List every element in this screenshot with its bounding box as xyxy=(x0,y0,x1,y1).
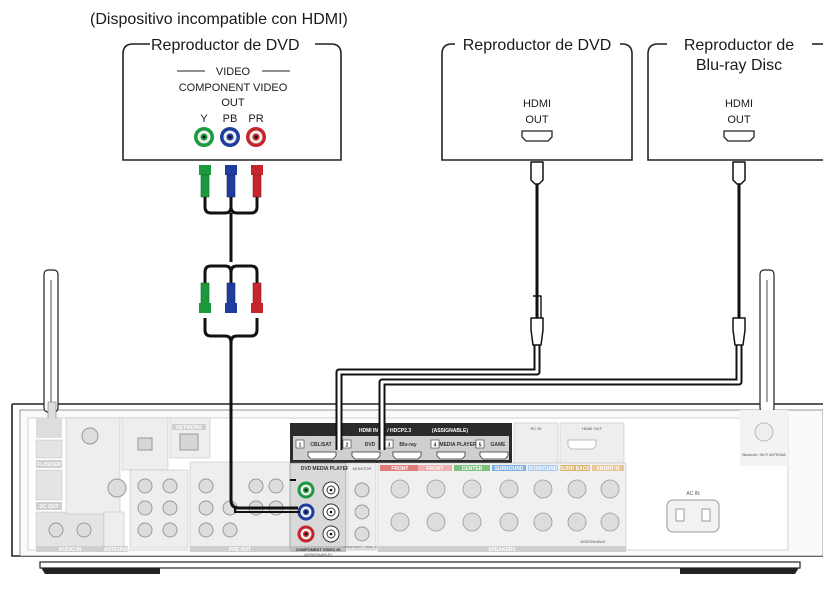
audio-in-label: AUDIO IN xyxy=(59,547,82,553)
speaker-group-front-1: FRONT xyxy=(391,466,408,472)
hdmi-cable-dvd xyxy=(335,161,544,450)
bt-antenna-connector: Bluetooth / Wi-Fi ANTENNA xyxy=(740,410,788,466)
bluray-title-2: Blu-ray Disc xyxy=(696,57,782,74)
hdmi-in-5-num: 5 xyxy=(479,443,482,449)
av-receiver: FLASHER DC OUT AUDIO IN ANTENNA NETWORK xyxy=(11,269,823,574)
rc-in-label: RC IN xyxy=(531,426,542,431)
bluray-hdmi-port-label: HDMI xyxy=(725,98,753,110)
right-antenna xyxy=(759,269,775,413)
dvd-component-title: Reproductor de DVD xyxy=(151,37,300,54)
dvd-hdmi-device: Reproductor de DVD HDMI OUT xyxy=(441,37,633,161)
hdmi-in-2: 2 DVD xyxy=(342,439,381,460)
ac-in-label: AC IN xyxy=(686,491,700,497)
speaker-group-surround-1: SURROUND xyxy=(495,466,524,472)
component-out-title: COMPONENT VIDEO xyxy=(179,82,288,94)
hdmi-in-1: 1 CBL/SAT xyxy=(295,439,337,460)
incompatible-device-note: (Dispositivo incompatible con HDMI) xyxy=(90,11,348,28)
hdmi-cable-bluray xyxy=(378,161,746,450)
jack-pr-red xyxy=(246,127,266,147)
component-out-label: COMPONENT VIDEO OUT xyxy=(344,545,381,549)
receiver-jack-pb xyxy=(297,503,315,521)
component-cable-lower xyxy=(199,264,300,513)
component-out-sub: OUT xyxy=(221,97,245,109)
dvd-component-device: Reproductor de DVD VIDEO COMPONENT VIDEO… xyxy=(122,37,342,161)
component-video-in-panel: DVD MEDIA PLAYER COMPONENT VIDEO IN (ASS… xyxy=(289,462,350,557)
rc-hdmi-out-panel: RC IN HDMI OUT xyxy=(513,422,625,464)
bluray-hdmi-port-sub: OUT xyxy=(727,114,751,126)
receiver-jack-media-1 xyxy=(322,481,340,499)
speaker-group-front-h: FRONT H xyxy=(597,466,620,472)
jack-y-green xyxy=(194,127,214,147)
monitor-out-panel: MONITOR COMPONENT VIDEO OUT xyxy=(344,462,381,550)
component-in-header: COMPONENT VIDEO IN xyxy=(296,547,341,552)
hdmi-in-3: 3 Blu-ray xyxy=(384,439,422,460)
speaker-group-front-2: FRONT xyxy=(426,466,443,472)
flasher-label: FLASHER xyxy=(37,462,61,468)
bluray-title-1: Reproductor de xyxy=(684,37,794,54)
dvd-hdmi-port-label: HDMI xyxy=(523,98,551,110)
jack-pb-blue xyxy=(220,127,240,147)
hdmi-in-1-num: 1 xyxy=(299,443,302,449)
left-antenna xyxy=(43,269,59,433)
hdmi-in-4-label: MEDIA PLAYER xyxy=(439,442,477,448)
hdmi-in-1-label: CBL/SAT xyxy=(310,442,331,448)
assignable-label: ASSIGNABLE xyxy=(580,539,606,544)
hdmi-out-label: HDMI OUT xyxy=(582,426,602,431)
speaker-group-center: CENTER xyxy=(462,466,483,472)
monitor-label: MONITOR xyxy=(353,466,372,471)
hdmi-in-panel: HDMI IN 4K / HDCP2.3 (ASSIGNABLE) 1 CBL/… xyxy=(290,423,512,463)
hdmi-in-3-num: 3 xyxy=(388,443,391,449)
bluray-hdmi-out-port xyxy=(723,130,755,142)
component-in-sub: (ASSIGNABLE) xyxy=(304,552,333,557)
receiver-jack-y xyxy=(297,481,315,499)
jack-label-pr: PR xyxy=(248,113,263,125)
hdmi-in-3-label: Blu-ray xyxy=(399,442,416,448)
hdmi-in-4-num: 4 xyxy=(434,443,437,449)
hdmi-in-5-label: GAME xyxy=(491,442,507,448)
network-label: NETWORK xyxy=(176,425,202,431)
speakers-label: SPEAKERS xyxy=(488,547,516,553)
speaker-group-surround-2: SURROUND xyxy=(529,466,558,472)
pre-out-label: PRE OUT xyxy=(229,547,251,553)
dvd-hdmi-port-sub: OUT xyxy=(525,114,549,126)
bluray-device: Reproductor de Blu-ray Disc HDMI OUT xyxy=(647,37,823,161)
hdmi-in-2-label: DVD xyxy=(365,442,376,448)
jack-label-y: Y xyxy=(200,113,208,125)
component-cable-upper xyxy=(199,165,263,262)
ac-in: AC IN xyxy=(666,491,720,533)
receiver-jack-media-3 xyxy=(322,525,340,543)
receiver-jack-pr xyxy=(297,525,315,543)
receiver-jack-media-2 xyxy=(322,503,340,521)
dvd-hdmi-title: Reproductor de DVD xyxy=(463,37,612,54)
component-col-dvd: DVD xyxy=(301,466,312,472)
dvd-hdmi-out-port xyxy=(521,130,553,142)
hdmi-in-2-num: 2 xyxy=(346,443,349,449)
component-col-media: MEDIA PLAYER xyxy=(312,466,350,472)
hdmi-in-4: 4 MEDIA PLAYER xyxy=(430,439,477,460)
bt-antenna-label: Bluetooth / Wi-Fi ANTENNA xyxy=(742,453,786,457)
antenna-label: ANTENNA xyxy=(104,547,129,553)
hdmi-in-5: 5 GAME xyxy=(475,439,509,460)
hdmi-in-assignable: (ASSIGNABLE) xyxy=(432,428,468,434)
speaker-group-surr-back: SURR BACK xyxy=(560,466,590,472)
speaker-terminals: FRONT FRONT CENTER SURROUND SURROUND SUR… xyxy=(377,462,627,553)
video-section-label: VIDEO xyxy=(216,66,251,78)
dc-out-label: DC OUT xyxy=(39,504,58,510)
jack-label-pb: PB xyxy=(223,113,238,125)
